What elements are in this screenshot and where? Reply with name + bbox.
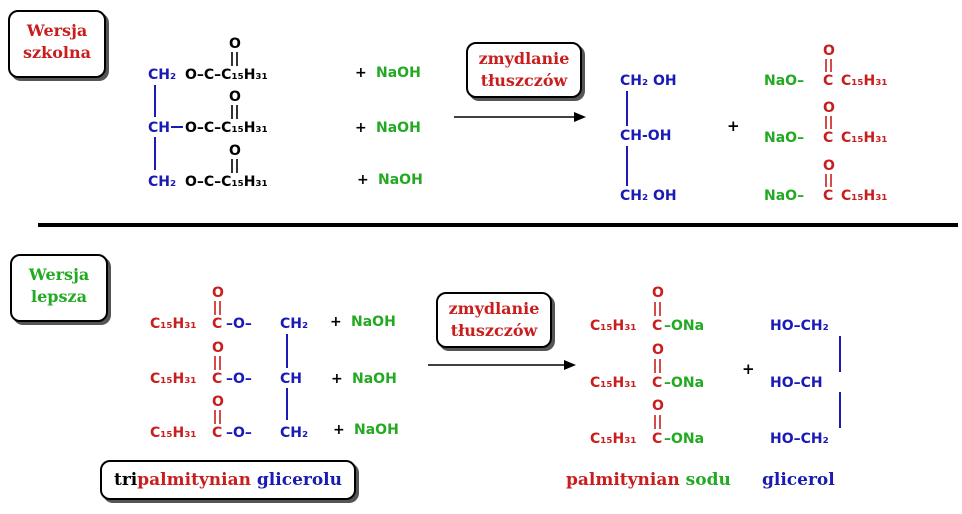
bottom-c-1: C: [212, 316, 222, 332]
top-soap-chain-2: C₁₅H₃₁: [841, 130, 888, 146]
top-glycerol-ch2-3: CH₂: [148, 174, 176, 190]
bottom-o-3: O: [212, 394, 224, 410]
bottom-soap-o-2: O: [652, 342, 664, 358]
bottom-glycerol-1: CH₂: [280, 316, 308, 332]
top-reaction-arrow: [454, 112, 586, 122]
top-ester-chain-2: O–C–C₁₅H₃₁: [185, 120, 268, 136]
bottom-soap-ona-1: –ONa: [664, 318, 704, 334]
top-naoh-1: NaOH: [376, 65, 421, 81]
top-soap-c-2: C: [823, 130, 833, 146]
bottom-c-3: C: [212, 425, 222, 441]
bottom-o-1: O: [212, 285, 224, 301]
bottom-plus-3: +: [333, 422, 345, 438]
top-product-glycerol-1: CH₂ OH: [620, 73, 677, 89]
version-label-school-line2: szkolna: [23, 43, 91, 62]
version-label-better: Wersja lepsza: [10, 254, 108, 322]
top-ester-chain-3: O–C–C₁₅H₃₁: [185, 174, 268, 190]
arrow-label-bottom: zmydlanie tłuszczów: [436, 292, 552, 348]
top-glycerol-ch2-1: CH₂: [148, 67, 176, 83]
top-plus-2: +: [355, 120, 367, 136]
bottom-glycerol-2: CH: [280, 371, 302, 387]
bottom-products-plus: +: [742, 360, 755, 378]
bottom-soap-o-1: O: [652, 285, 664, 301]
product-name-soap-part1: palmitynian: [566, 470, 680, 490]
bottom-soap-ona-3: –ONa: [664, 431, 704, 447]
section-divider: [38, 223, 958, 227]
product-name-glycerol-text: glicerol: [762, 470, 835, 490]
version-label-school-line1: Wersja: [26, 21, 88, 40]
top-soap-c-3: C: [823, 188, 833, 204]
bottom-soap-chain-2: C₁₅H₃₁: [590, 375, 637, 391]
top-soap-o-3: O: [823, 158, 835, 174]
reactant-name-part1: tri: [113, 470, 138, 490]
arrow-label-top: zmydlanie tłuszczów: [466, 42, 582, 98]
reactant-name-part3: glicerolu: [251, 470, 343, 490]
bottom-chain-2: C₁₅H₃₁: [150, 371, 197, 387]
top-glycerol-ch-2: CH: [148, 120, 170, 136]
bottom-link-3: –O–: [226, 425, 252, 441]
top-soap-products: NaO– C C₁₅H₃₁ O NaO– C C₁₅H₃₁ O NaO– C C…: [764, 43, 888, 204]
top-plus-1: +: [355, 65, 367, 81]
arrow-label-bottom-line1: zmydlanie: [448, 299, 540, 318]
bottom-soap-c-2: C: [652, 375, 662, 391]
bottom-glycerol-3: CH₂: [280, 425, 308, 441]
top-naoh-2: NaOH: [376, 120, 421, 136]
bottom-soap-chain-3: C₁₅H₃₁: [590, 431, 637, 447]
top-product-glycerol-2: CH-OH: [620, 128, 671, 144]
bottom-product-glycerol-2: HO–CH: [770, 375, 823, 391]
top-soap-chain-1: C₁₅H₃₁: [841, 73, 888, 89]
bottom-reaction-arrow: [428, 360, 576, 370]
bottom-soap-o-3: O: [652, 398, 664, 414]
top-soap-o-1: O: [823, 43, 835, 59]
bottom-product-glycerol-1: HO–CH₂: [770, 318, 829, 334]
bottom-glycerol-product: HO–CH₂ HO–CH HO–CH₂: [770, 318, 841, 447]
top-carbonyl-o-2: O: [229, 89, 241, 105]
arrow-label-top-line2: tłuszczów: [480, 71, 568, 90]
product-name-glycerol: glicerol: [762, 470, 835, 490]
bottom-triglyceride: C₁₅H₃₁ C –O– CH₂ O + NaOH C₁₅H₃₁ C –O– C…: [150, 285, 399, 441]
top-soap-c-1: C: [823, 73, 833, 89]
bottom-soap-c-1: C: [652, 318, 662, 334]
bottom-soap-chain-1: C₁₅H₃₁: [590, 318, 637, 334]
bottom-naoh-2: NaOH: [352, 371, 397, 387]
top-soap-na-2: NaO–: [764, 130, 804, 146]
version-label-better-line1: Wersja: [28, 265, 90, 284]
top-soap-chain-3: C₁₅H₃₁: [841, 188, 888, 204]
bottom-plus-1: +: [330, 314, 342, 330]
top-soap-na-1: NaO–: [764, 73, 804, 89]
arrow-label-bottom-line2: tłuszczów: [450, 321, 538, 340]
top-glycerol-product: CH₂ OH CH-OH CH₂ OH: [620, 73, 677, 204]
top-naoh-3: NaOH: [378, 172, 423, 188]
top-ester-chain-1: O–C–C₁₅H₃₁: [185, 67, 268, 83]
top-plus-3: +: [357, 172, 369, 188]
bottom-chain-1: C₁₅H₃₁: [150, 316, 197, 332]
product-name-soap-part2: sodu: [679, 470, 731, 490]
reactant-name-part2: palmitynian: [137, 470, 251, 490]
top-product-glycerol-3: CH₂ OH: [620, 188, 677, 204]
arrow-label-top-line1: zmydlanie: [478, 49, 570, 68]
top-soap-na-3: NaO–: [764, 188, 804, 204]
bottom-link-1: –O–: [226, 316, 252, 332]
bottom-chain-3: C₁₅H₃₁: [150, 425, 197, 441]
top-soap-o-2: O: [823, 100, 835, 116]
bottom-product-glycerol-3: HO–CH₂: [770, 431, 829, 447]
bottom-link-2: –O–: [226, 371, 252, 387]
bottom-naoh-1: NaOH: [351, 314, 396, 330]
top-carbonyl-o-3: O: [229, 143, 241, 159]
version-label-better-line2: lepsza: [31, 287, 87, 306]
top-triglyceride: CH₂ O–C–C₁₅H₃₁ O + NaOH CH O–C–C₁₅H₃₁ O …: [148, 36, 423, 190]
bottom-soap-c-3: C: [652, 431, 662, 447]
top-products-plus: +: [727, 117, 740, 135]
bottom-naoh-3: NaOH: [354, 422, 399, 438]
bottom-soap-ona-2: –ONa: [664, 375, 704, 391]
product-name-soap: palmitynian sodu: [566, 470, 731, 490]
reactant-name-box: tripalmitynian glicerolu: [100, 460, 356, 500]
top-carbonyl-o-1: O: [229, 36, 241, 52]
bottom-c-2: C: [212, 371, 222, 387]
bottom-o-2: O: [212, 340, 224, 356]
bottom-soap-products: C₁₅H₃₁ C –ONa O C₁₅H₃₁ C –ONa O C₁₅H₃₁ C…: [590, 285, 704, 447]
bottom-plus-2: +: [331, 371, 343, 387]
version-label-school: Wersja szkolna: [8, 10, 106, 78]
